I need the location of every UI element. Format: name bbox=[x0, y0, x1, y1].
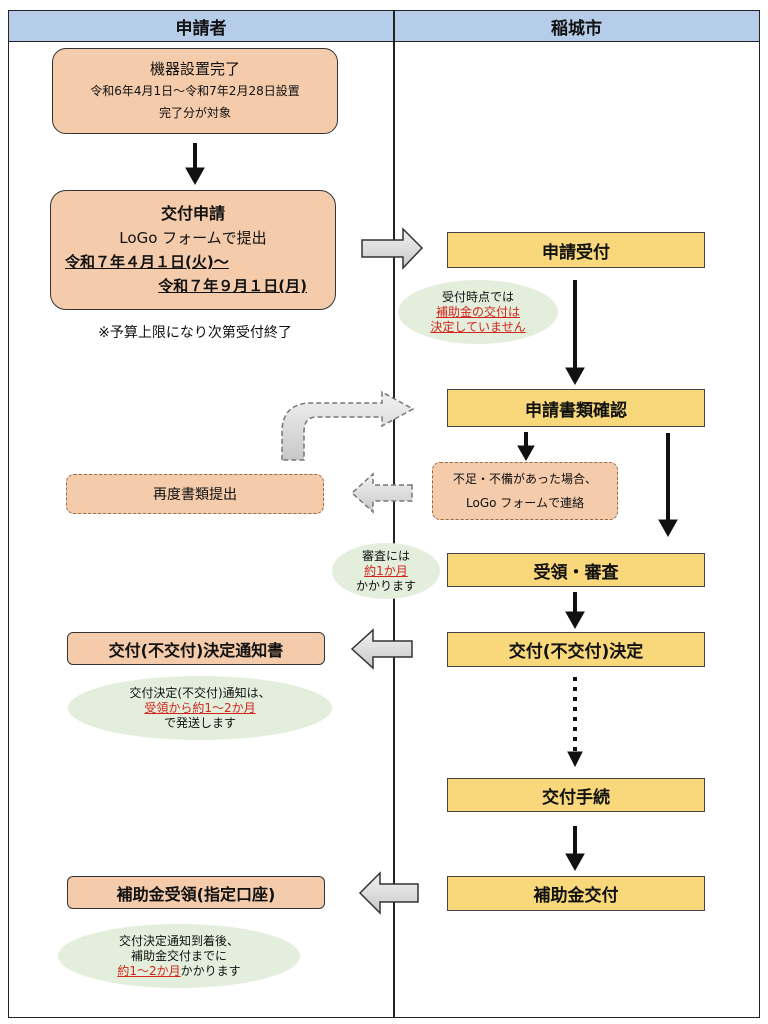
deficiency-line2: LoGo フォームで連絡 bbox=[466, 496, 584, 510]
arrow-decision-to-procedure-dotted bbox=[567, 677, 583, 768]
notice-oval-line3: で発送します bbox=[163, 715, 236, 730]
accept-oval: 受付時点では 補助金の交付は 決定していません bbox=[398, 280, 558, 344]
notice-box: 交付(不交付)決定通知書 bbox=[67, 632, 325, 665]
resubmit-box: 再度書類提出 bbox=[66, 474, 324, 514]
apply-box: 交付申請 LoGo フォームで提出 令和７年４月１日(火)～ 令和７年９月１日(… bbox=[50, 190, 336, 310]
apply-title: 交付申請 bbox=[160, 204, 225, 223]
budget-note: ※予算上限になり次第受付終了 bbox=[98, 325, 292, 341]
arrow-check-to-deficiency bbox=[517, 432, 535, 462]
arrow-check-to-review bbox=[658, 433, 678, 538]
deficiency-box: 不足・不備があった場合、 LoGo フォームで連絡 bbox=[432, 462, 618, 520]
arrow-accept-to-check bbox=[565, 280, 585, 386]
accept-box: 申請受付 bbox=[447, 232, 705, 268]
column-divider bbox=[393, 10, 395, 1018]
install-target: 完了分が対象 bbox=[158, 106, 231, 120]
arrow-install-to-apply bbox=[185, 143, 205, 186]
notice-oval-line2: 受領から約1～2か月 bbox=[144, 700, 256, 715]
accept-oval-line3: 決定していません bbox=[430, 319, 526, 334]
receive-oval-red: 約1～2か月 bbox=[117, 963, 181, 978]
install-period: 令和6年4月1日～令和7年2月28日設置 bbox=[90, 84, 300, 98]
review-oval-line1: 審査には bbox=[361, 548, 410, 563]
accept-oval-line1: 受付時点では bbox=[441, 289, 514, 304]
decision-box: 交付(不交付)決定 bbox=[447, 632, 705, 667]
header-city: 稲城市 bbox=[393, 10, 760, 42]
arrow-grant-to-receive bbox=[358, 871, 419, 915]
arrow-apply-to-accept bbox=[361, 227, 424, 270]
receive-oval-line1: 交付決定通知到着後、 bbox=[118, 933, 239, 948]
accept-oval-line2: 補助金の交付は bbox=[435, 304, 520, 319]
review-box: 受領・審査 bbox=[447, 553, 705, 587]
receive-box: 補助金受領(指定口座) bbox=[67, 876, 325, 909]
arrow-review-to-decision bbox=[565, 592, 585, 630]
procedure-box: 交付手続 bbox=[447, 778, 705, 812]
arrow-procedure-to-grant bbox=[565, 826, 585, 872]
review-oval: 審査には 約1か月 かかります bbox=[332, 543, 440, 599]
header-applicant: 申請者 bbox=[8, 10, 394, 42]
arrow-resubmit-to-check bbox=[281, 390, 415, 461]
check-box: 申請書類確認 bbox=[447, 389, 705, 427]
review-oval-line2: 約1か月 bbox=[364, 563, 408, 578]
notice-oval: 交付決定(不交付)通知は、 受領から約1～2か月 で発送します bbox=[68, 676, 332, 740]
receive-oval: 交付決定通知到着後、 補助金交付までに 約1～2か月かかります bbox=[58, 924, 300, 988]
arrow-decision-to-notice bbox=[350, 628, 413, 670]
apply-date-to: 令和７年９月１日(月) bbox=[158, 277, 307, 295]
apply-method: LoGo フォームで提出 bbox=[119, 229, 267, 247]
install-complete-box: 機器設置完了 令和6年4月1日～令和7年2月28日設置 完了分が対象 bbox=[52, 48, 338, 134]
install-title: 機器設置完了 bbox=[149, 60, 240, 78]
deficiency-line1: 不足・不備があった場合、 bbox=[452, 472, 597, 486]
notice-oval-line1: 交付決定(不交付)通知は、 bbox=[129, 685, 271, 700]
apply-date-from: 令和７年４月１日(火)～ bbox=[65, 253, 229, 271]
review-oval-line3: かかります bbox=[355, 578, 416, 593]
arrow-deficiency-to-resubmit bbox=[350, 472, 413, 514]
receive-oval-line2: 補助金交付までに bbox=[130, 948, 227, 963]
grant-box: 補助金交付 bbox=[447, 876, 705, 911]
receive-oval-rest: かかります bbox=[180, 963, 241, 978]
